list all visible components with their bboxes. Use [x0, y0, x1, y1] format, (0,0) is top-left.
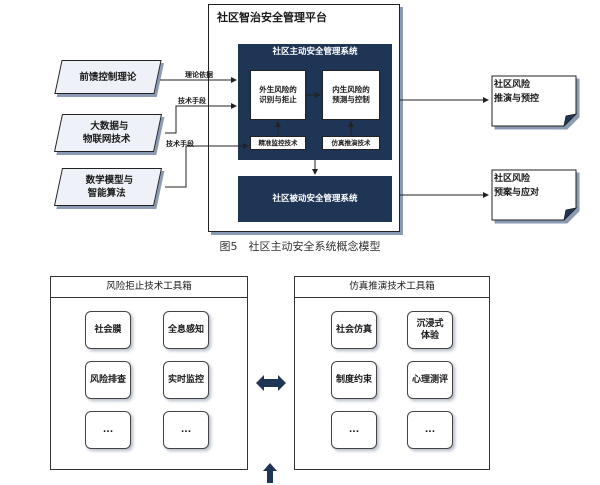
- monitor-tech-box: 精准监控技术: [250, 136, 306, 150]
- external-risk-line1: 外生风险的: [259, 85, 297, 94]
- tool-more-2: ...: [163, 411, 209, 449]
- toolbox-risk-deny-title: 风险拒止技术工具箱: [51, 277, 247, 298]
- internal-risk-line2: 预测与控制: [332, 95, 370, 104]
- tool-more-1: ...: [85, 411, 131, 449]
- output-warning-line1: 社区风险: [494, 80, 531, 90]
- label-tech-1: 技术手段: [178, 97, 206, 105]
- tool-social-simulation: 社会仿真: [331, 311, 377, 349]
- toolbox-risk-deny: 风险拒止技术工具箱 社会膜 全息感知 风险排查 实时监控 ... ...: [50, 276, 248, 470]
- tool-more-4: ...: [407, 411, 453, 449]
- platform-title: 社区智治安全管理平台: [217, 11, 327, 24]
- tool-institutional-constraint: 制度约束: [331, 361, 377, 399]
- tool-realtime-monitor: 实时监控: [163, 361, 209, 399]
- connector-lines: [160, 77, 489, 198]
- label-tech-2: 技术手段: [166, 140, 194, 148]
- passive-system-title: 社区被动安全管理系统: [272, 194, 358, 204]
- internal-risk-line1: 内生风险的: [332, 85, 370, 94]
- toolbox-simulation: 仿真推演技术工具箱 社会仿真 沉浸式 体验 制度约束 心理测评 ... ...: [294, 276, 490, 470]
- active-system-title: 社区主动安全管理系统: [272, 47, 358, 57]
- arrow-math: [165, 143, 249, 188]
- tool-psych-assessment: 心理测评: [407, 361, 453, 399]
- output-response-line1: 社区风险: [494, 174, 531, 184]
- external-risk-box: 外生风险的 识别与拒止: [250, 70, 306, 120]
- tool-more-3: ...: [331, 411, 377, 449]
- output-response-line2: 预案与应对: [494, 188, 540, 198]
- output-warning-line2: 推演与预控: [494, 94, 540, 104]
- figure-caption: 图5 社区主动安全系统概念模型: [219, 240, 381, 253]
- passive-system-box: 社区被动安全管理系统: [238, 176, 392, 222]
- double-arrow-icon: [256, 375, 286, 391]
- tool-social-membrane: 社会膜: [85, 311, 131, 349]
- toolbox-simulation-title: 仿真推演技术工具箱: [295, 277, 489, 298]
- tool-immersive-experience: 沉浸式 体验: [407, 311, 453, 349]
- output-response-shape: [491, 169, 578, 222]
- internal-risk-box: 内生风险的 预测与控制: [322, 70, 380, 120]
- up-arrow-icon: [263, 463, 277, 483]
- external-risk-line2: 识别与拒止: [259, 95, 297, 104]
- output-warning-shape: [491, 75, 578, 128]
- label-theory-basis: 理论依据: [185, 71, 213, 79]
- tool-risk-inspection: 风险排查: [85, 361, 131, 399]
- arrow-bigdata: [165, 103, 237, 134]
- sim-tech-box: 仿真推演技术: [322, 136, 380, 150]
- tool-immersive-line1: 沉浸式: [416, 319, 444, 329]
- tool-holographic-sensing: 全息感知: [163, 311, 209, 349]
- tool-immersive-line2: 体验: [420, 331, 439, 341]
